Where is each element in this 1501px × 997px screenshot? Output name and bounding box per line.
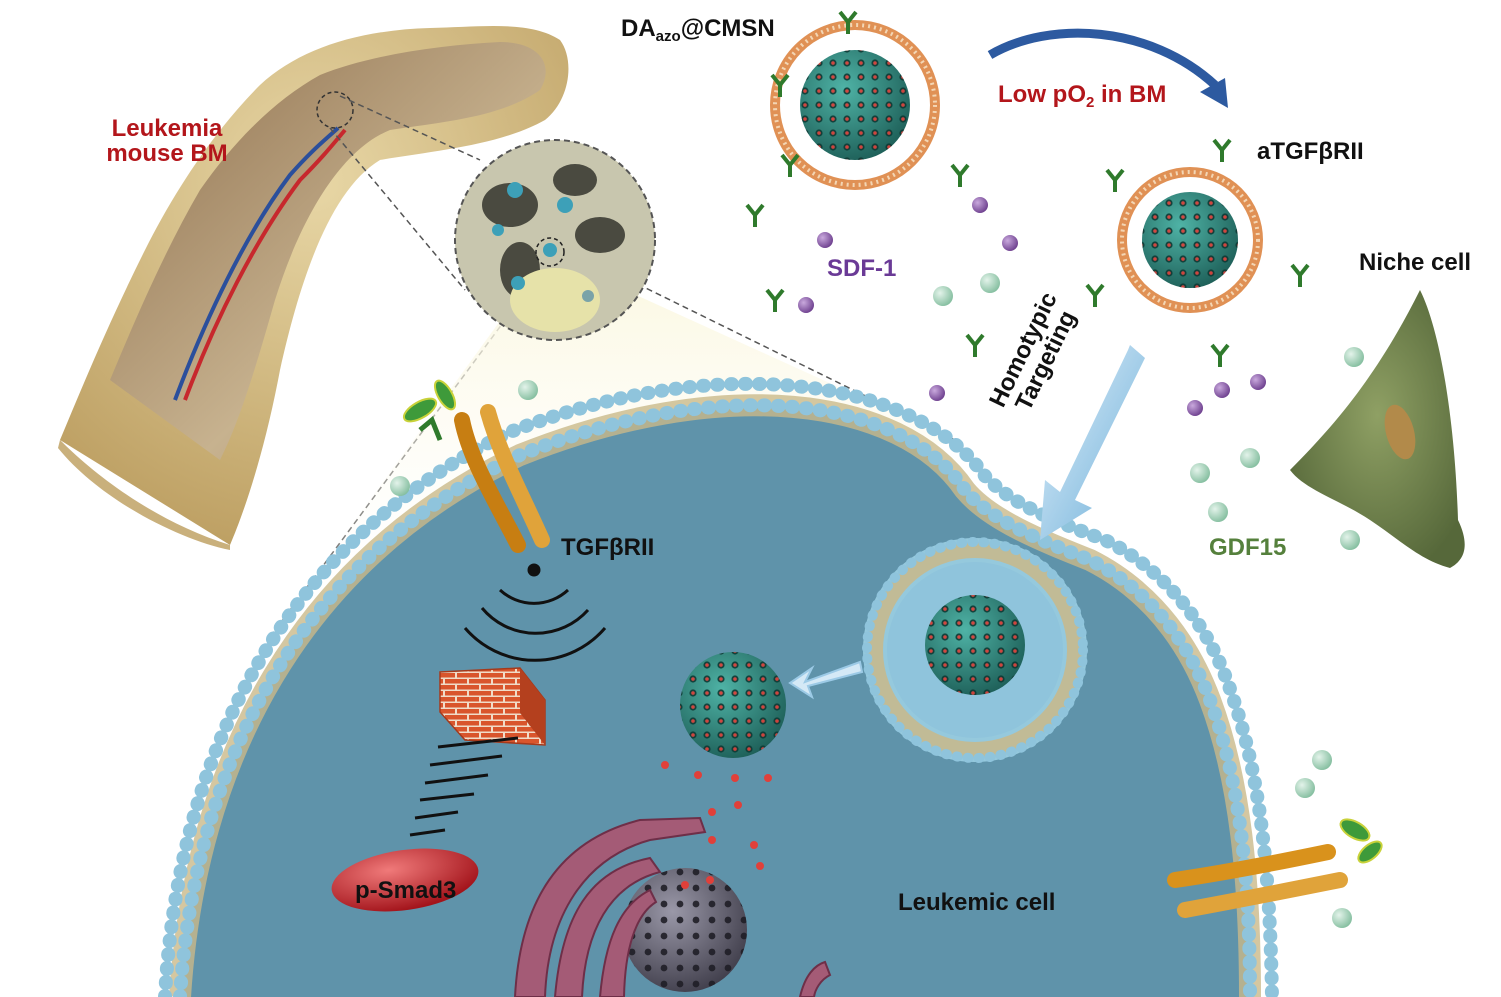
- condition-post: in BM: [1094, 81, 1167, 108]
- gdf15-label: GDF15: [1209, 534, 1287, 561]
- condition-arrow: [987, 28, 1228, 108]
- bm-title-line2: mouse BM: [106, 140, 228, 168]
- magnified-bone-lens: [454, 139, 656, 341]
- release-arrow: [788, 660, 864, 700]
- sdf1-label: SDF-1: [827, 255, 897, 282]
- p-smad3-label: p-Smad3: [355, 877, 457, 904]
- nanoparticle-name-main: DA: [621, 15, 656, 42]
- bm-title-line1: Leukemia: [111, 115, 223, 142]
- golgi-apparatus: [513, 816, 832, 997]
- condition-sub: 2: [1085, 94, 1095, 111]
- brick-wall-icon: [439, 667, 546, 746]
- nanoparticle-in-endosome: [925, 595, 1025, 695]
- niche-cell: [1290, 290, 1465, 568]
- nanoparticle-name-sub: azo: [655, 28, 681, 45]
- tgfbrii-receptor-lower: [1167, 818, 1383, 918]
- sdf1-dots: [798, 197, 1266, 416]
- antibody-label: aTGFβRII: [1257, 138, 1364, 165]
- receptor-label: TGFβRII: [561, 534, 655, 561]
- liposome-nanoparticle-1: [770, 20, 940, 190]
- liposome-nanoparticle-2: [1117, 167, 1263, 313]
- niche-cell-label: Niche cell: [1359, 249, 1472, 276]
- antibody-bound-receptor: [402, 379, 457, 441]
- blocked-signal-lines: [409, 736, 519, 837]
- signal-waves-icon: [463, 563, 607, 662]
- femur-bone: [58, 26, 569, 550]
- nanoparticle-name: DAazo@CMSN: [621, 16, 775, 45]
- nanoparticle-name-rest: @CMSN: [680, 15, 775, 42]
- tgfbrii-receptor-membrane: [454, 404, 550, 553]
- p-smad3-ellipse: [331, 848, 479, 912]
- condition-label: Low pO2 in BM: [998, 82, 1166, 111]
- blood-vessel-red: [183, 128, 347, 401]
- homotypic-targeting-arrow: [1040, 345, 1145, 540]
- blood-vessel-blue: [173, 126, 340, 401]
- bm-title: Leukemia mouse BM: [97, 115, 237, 168]
- condition-pre: Low pO: [998, 81, 1086, 108]
- antibody-icons: [745, 10, 1310, 367]
- drug-payload-dots: [661, 761, 772, 889]
- released-nanoparticle: [680, 652, 786, 758]
- leukemic-cell-label: Leukemic cell: [898, 889, 1056, 916]
- gdf15-dots: [390, 273, 1364, 928]
